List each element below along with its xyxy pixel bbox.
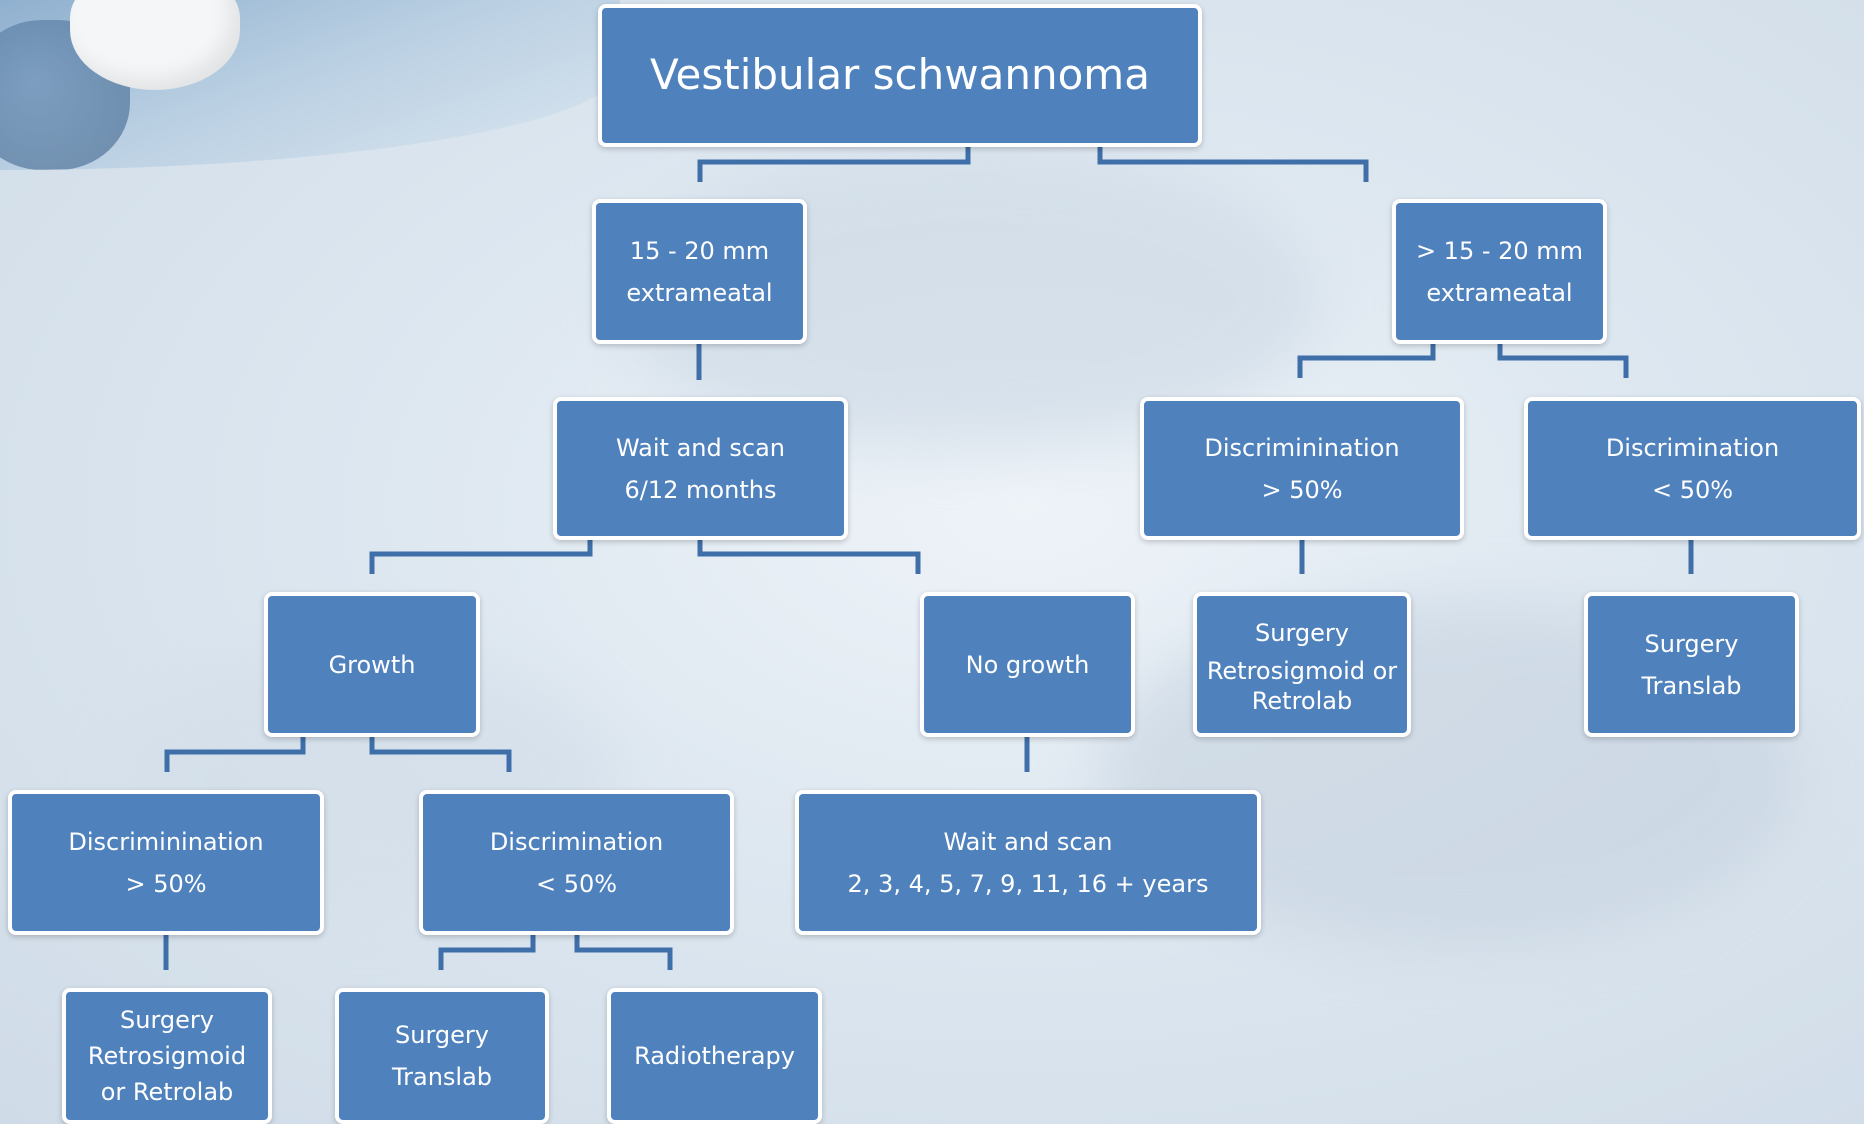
node-label: 2, 3, 4, 5, 7, 9, 11, 16 + years	[847, 869, 1209, 898]
node-discrimination-lt-50-right: Discrimination < 50%	[1524, 397, 1861, 540]
node-label: Discriminination	[1204, 433, 1400, 462]
node-label: Surgery	[1255, 618, 1349, 647]
node-label: > 50%	[125, 869, 207, 898]
connector-growth-disc-gt	[164, 734, 306, 772]
node-discrimination-gt-50-left: Discriminination > 50%	[8, 790, 324, 935]
node-label: Retrosigmoid	[87, 1042, 247, 1070]
node-label: Vestibular schwannoma	[650, 50, 1150, 100]
connector-disc-lt-surgery-left	[438, 932, 536, 970]
node-label: Wait and scan	[615, 433, 785, 462]
connector-large-disc-gt	[1297, 341, 1436, 378]
node-label: Discrimination	[1605, 433, 1780, 462]
node-radiotherapy: Radiotherapy	[607, 988, 822, 1124]
node-label: Wait and scan	[943, 827, 1113, 856]
node-label: Radiotherapy	[634, 1042, 795, 1070]
node-wait-and-scan-years: Wait and scan 2, 3, 4, 5, 7, 9, 11, 16 +…	[795, 790, 1261, 935]
node-label: Discrimination	[489, 827, 664, 856]
node-15-20mm-extrameatal: 15 - 20 mm extrameatal	[592, 199, 807, 344]
node-label: > 15 - 20 mm	[1415, 236, 1584, 265]
node-label: Growth	[328, 650, 416, 679]
node-label: Surgery	[120, 1006, 214, 1034]
node-discrimination-lt-50-left: Discrimination < 50%	[419, 790, 734, 935]
node-growth: Growth	[264, 592, 480, 737]
node-label: Retrosigmoid or	[1206, 656, 1398, 685]
node-label: 6/12 months	[624, 475, 777, 504]
node-label: Discriminination	[68, 827, 264, 856]
node-label: < 50%	[535, 869, 618, 898]
connector-large-disc-lt	[1497, 341, 1629, 378]
connector-root-left	[697, 144, 971, 182]
background-photo	[0, 0, 620, 170]
node-surgery-translab-left: Surgery Translab	[335, 988, 549, 1124]
connector-root-right	[1097, 144, 1369, 182]
connector-growth-disc-lt	[369, 734, 512, 772]
node-label: 15 - 20 mm	[629, 236, 770, 265]
node-label: extrameatal	[1426, 278, 1573, 307]
node-vestibular-schwannoma: Vestibular schwannoma	[598, 4, 1202, 147]
node-surgery-retrosigmoid-right: Surgery Retrosigmoid or Retrolab	[1193, 592, 1411, 737]
node-label: Translab	[391, 1063, 493, 1091]
node-wait-and-scan-6-12: Wait and scan 6/12 months	[553, 397, 848, 540]
node-label: < 50%	[1651, 475, 1734, 504]
node-no-growth: No growth	[920, 592, 1135, 737]
node-label: No growth	[965, 650, 1090, 679]
node-label: Translab	[1641, 671, 1742, 700]
connector-wait-nogrowth	[697, 537, 921, 574]
node-label: Surgery	[395, 1021, 489, 1049]
node-discrimination-gt-50-right: Discriminination > 50%	[1140, 397, 1464, 540]
connector-disc-lt-radio	[574, 932, 673, 970]
node-label: > 50%	[1261, 475, 1343, 504]
node-surgery-retrosigmoid-left: Surgery Retrosigmoid or Retrolab	[62, 988, 272, 1124]
node-label: Retrolab	[1251, 686, 1353, 715]
node-gt-15-20mm-extrameatal: > 15 - 20 mm extrameatal	[1392, 199, 1607, 344]
node-label: or Retrolab	[100, 1078, 234, 1106]
node-label: Surgery	[1644, 629, 1739, 658]
connector-wait-growth	[369, 537, 593, 574]
node-surgery-translab-right: Surgery Translab	[1584, 592, 1799, 737]
node-label: extrameatal	[626, 278, 773, 307]
